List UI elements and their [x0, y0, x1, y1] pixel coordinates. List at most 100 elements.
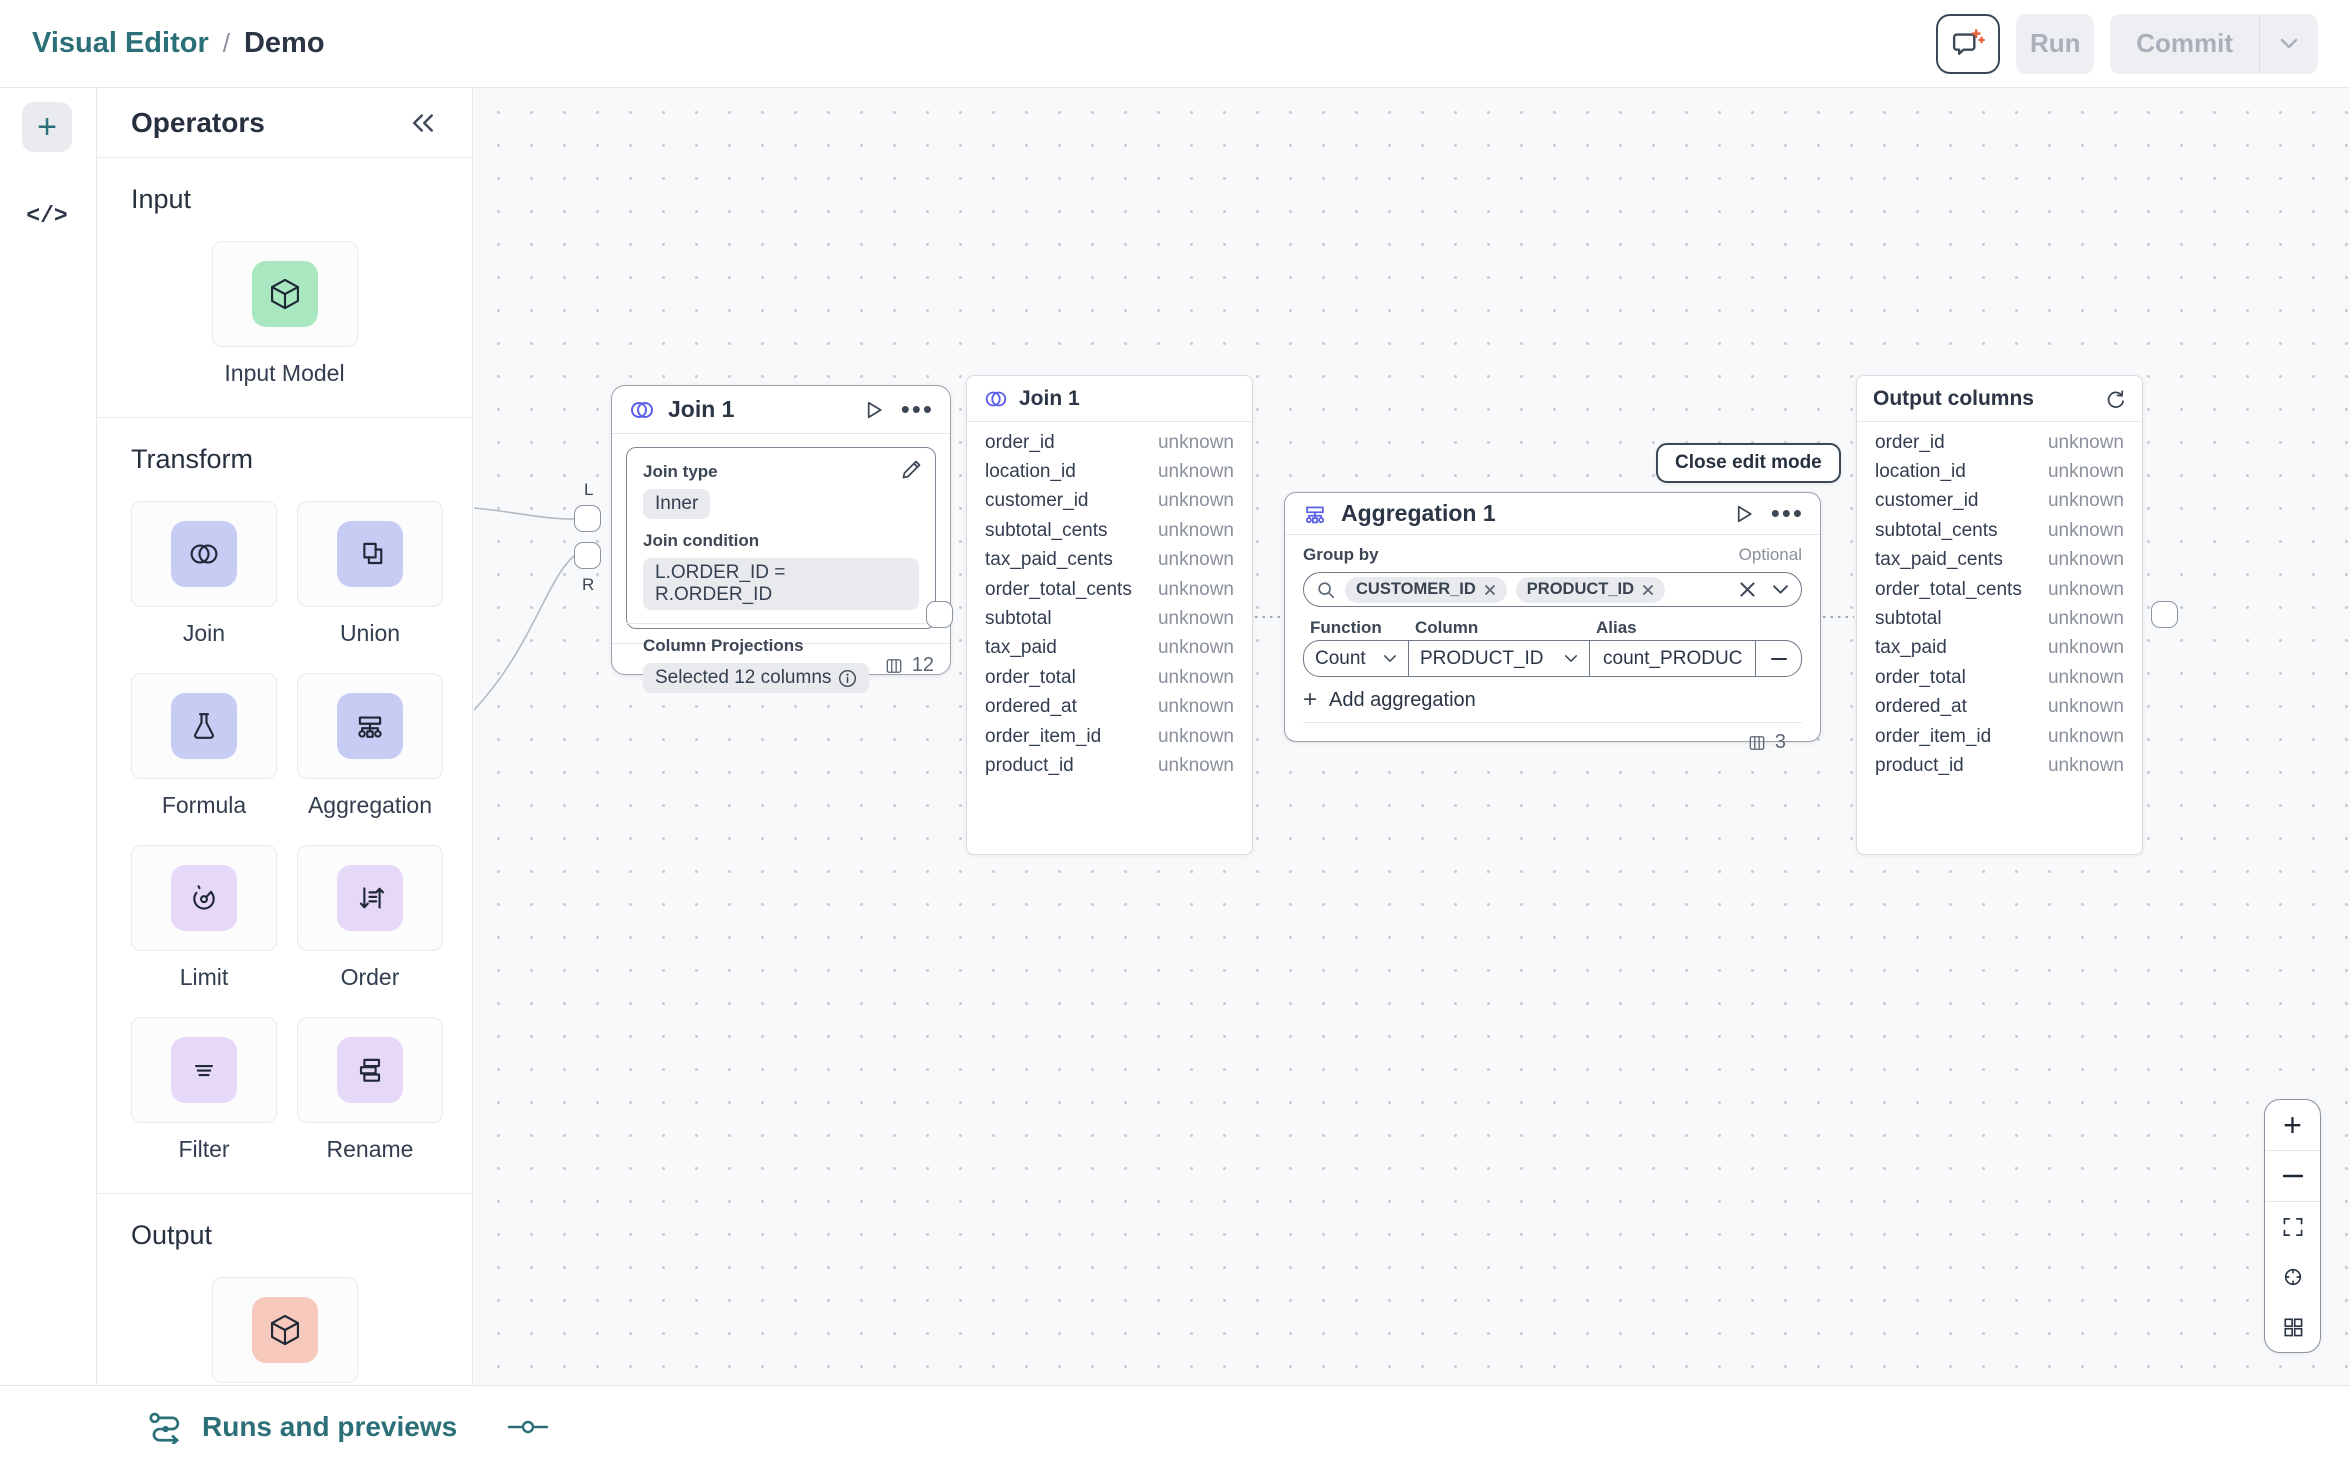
output-panel-port[interactable]: [2151, 601, 2178, 628]
commit-dropdown-button[interactable]: [2260, 14, 2318, 74]
column-row: product_id unknown: [1857, 751, 2142, 780]
operator-filter[interactable]: Filter: [131, 1017, 277, 1163]
function-select[interactable]: Count: [1304, 641, 1409, 676]
operator-card: [131, 501, 277, 607]
operator-union[interactable]: Union: [297, 501, 443, 647]
operator-input-model[interactable]: Input Model: [131, 241, 438, 387]
column-row: order_item_id unknown: [967, 722, 1252, 751]
operator-card: [297, 1017, 443, 1123]
join-node[interactable]: Join 1 ••• Join type Inner Join conditio…: [611, 385, 951, 693]
column-row: product_id unknown: [967, 751, 1252, 780]
join-node-header[interactable]: Join 1 •••: [612, 386, 950, 434]
column-type: unknown: [1157, 461, 1234, 483]
operator-output-model[interactable]: [131, 1277, 438, 1383]
close-edit-mode-button[interactable]: Close edit mode: [1656, 443, 1841, 483]
column-row: order_total unknown: [967, 663, 1252, 692]
join-columns-panel[interactable]: Join 1 order_id unknown location_id unkn…: [966, 375, 1253, 855]
column-type: unknown: [2047, 637, 2124, 659]
column-type: unknown: [2047, 696, 2124, 718]
column-type: unknown: [2047, 608, 2124, 630]
operator-rename[interactable]: Rename: [297, 1017, 443, 1163]
fit-view-button[interactable]: [2265, 1202, 2320, 1252]
code-view-button[interactable]: </>: [26, 203, 68, 229]
column-name: subtotal_cents: [1875, 519, 1998, 541]
commit-divider: [2259, 13, 2260, 74]
columns-icon: [886, 658, 902, 673]
remove-chip-icon[interactable]: [1642, 584, 1654, 596]
column-name: subtotal_cents: [985, 519, 1108, 541]
edit-pencil-icon[interactable]: [899, 458, 923, 482]
output-columns-rows: order_id unknown location_id unknown cus…: [1857, 422, 2142, 781]
column-name: customer_id: [985, 490, 1089, 512]
join-circles-icon: [190, 544, 218, 564]
operator-label: Rename: [326, 1136, 414, 1162]
play-icon[interactable]: [861, 398, 885, 422]
commit-button[interactable]: Commit: [2136, 28, 2233, 58]
runs-and-previews-button[interactable]: Runs and previews: [146, 1410, 457, 1444]
column-row: order_item_id unknown: [1857, 722, 2142, 751]
column-row: order_total_cents unknown: [1857, 575, 2142, 604]
divider: [2265, 1150, 2320, 1151]
center-view-button[interactable]: [2265, 1252, 2320, 1302]
bottom-bar: Runs and previews: [0, 1385, 2350, 1468]
operator-card: [211, 241, 358, 347]
header-actions: Run Commit: [1936, 13, 2318, 74]
column-name: order_item_id: [1875, 725, 1992, 747]
remove-aggregation-button[interactable]: [1756, 641, 1801, 676]
play-icon[interactable]: [1731, 502, 1755, 526]
operator-limit[interactable]: Limit: [131, 845, 277, 991]
chevron-down-icon: [1383, 655, 1397, 662]
join-type-value[interactable]: Inner: [643, 489, 711, 519]
operator-card: [211, 1277, 358, 1383]
column-name: order_id: [985, 431, 1055, 453]
pipeline-canvas[interactable]: Join 1 ••• Join type Inner Join conditio…: [474, 88, 2350, 1385]
zoom-in-button[interactable]: +: [2265, 1100, 2320, 1150]
join-column-count: 12: [911, 654, 934, 676]
aggregation-node[interactable]: Aggregation 1 ••• Group by Optional: [1284, 492, 1821, 753]
column-projections-value[interactable]: Selected 12 columns: [643, 663, 870, 693]
column-row: tax_paid unknown: [1857, 634, 2142, 663]
run-button[interactable]: Run: [2016, 13, 2095, 74]
add-operator-button[interactable]: +: [22, 102, 72, 152]
panel-toggle-handle[interactable]: [507, 1419, 549, 1435]
zoom-out-button[interactable]: [2265, 1151, 2320, 1201]
join-right-port[interactable]: [574, 542, 601, 569]
more-options-icon[interactable]: •••: [1770, 498, 1804, 529]
operator-order[interactable]: Order: [297, 845, 443, 991]
search-icon: [1318, 581, 1335, 598]
operators-input-section: Input Input Model: [97, 158, 472, 417]
join-condition-value[interactable]: L.ORDER_ID = R.ORDER_ID: [643, 558, 919, 610]
aggregation-node-header[interactable]: Aggregation 1 •••: [1285, 493, 1820, 535]
operator-join[interactable]: Join: [131, 501, 277, 647]
alias-input[interactable]: [1590, 641, 1755, 676]
add-aggregation-label: Add aggregation: [1329, 688, 1476, 711]
breadcrumb-visual-editor[interactable]: Visual Editor: [32, 27, 209, 59]
divider: [627, 623, 935, 624]
join-left-port[interactable]: [574, 505, 601, 532]
group-by-input[interactable]: CUSTOMER_ID PRODUCT_ID: [1303, 572, 1802, 607]
operators-panel-header: Operators: [97, 88, 472, 158]
column-row: tax_paid_cents unknown: [1857, 546, 2142, 575]
operator-formula[interactable]: Formula: [131, 673, 277, 819]
refresh-button[interactable]: [2104, 388, 2126, 410]
rename-tile: [337, 1037, 403, 1103]
more-options-icon[interactable]: •••: [900, 394, 934, 425]
chevron-down-icon[interactable]: [1772, 584, 1789, 595]
ai-assistant-button[interactable]: [1936, 13, 2001, 74]
collapse-panel-button[interactable]: [410, 113, 436, 133]
operator-aggregation[interactable]: Aggregation: [297, 673, 443, 819]
column-select[interactable]: PRODUCT_ID: [1409, 641, 1590, 676]
column-value: PRODUCT_ID: [1420, 647, 1544, 669]
output-columns-panel[interactable]: Output columns order_id unknown: [1856, 375, 2143, 855]
overview-button[interactable]: [2265, 1302, 2320, 1352]
remove-chip-icon[interactable]: [1484, 584, 1496, 596]
group-by-chip[interactable]: PRODUCT_ID: [1515, 576, 1666, 603]
join-condition-label: Join condition: [643, 531, 760, 550]
column-name: order_id: [1875, 431, 1945, 453]
group-by-chip[interactable]: CUSTOMER_ID: [1345, 576, 1507, 603]
aggregation-node-title: Aggregation 1: [1341, 500, 1496, 526]
clear-icon[interactable]: [1739, 581, 1756, 598]
join-output-port[interactable]: [926, 601, 953, 628]
add-aggregation-button[interactable]: + Add aggregation: [1303, 688, 1802, 712]
